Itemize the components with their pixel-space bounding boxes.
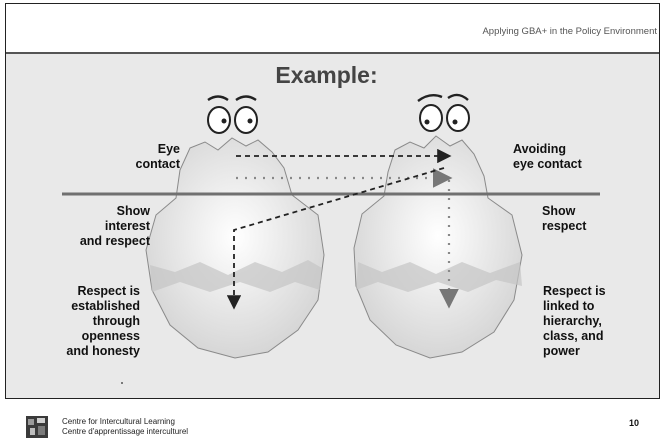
label-respect-openness: Respect is established through openness … <box>40 284 140 359</box>
page-number: 10 <box>629 418 639 428</box>
right-iceberg <box>354 136 522 358</box>
label-avoiding-eye-contact: Avoiding eye contact <box>513 142 613 172</box>
left-eyes-icon <box>208 97 257 134</box>
org-name-fr: Centre d'apprentissage interculturel <box>62 427 188 436</box>
label-respect-hierarchy: Respect is linked to hierarchy, class, a… <box>543 284 643 359</box>
org-name-en: Centre for Intercultural Learning <box>62 417 175 426</box>
label-show-respect: Show respect <box>542 204 622 234</box>
right-eyes-icon <box>418 95 469 131</box>
slide-title: Example: <box>0 62 653 89</box>
cil-logo-icon <box>26 416 48 438</box>
label-eye-contact: Eye contact <box>100 142 180 172</box>
label-show-interest: Show interest and respect <box>70 204 150 249</box>
